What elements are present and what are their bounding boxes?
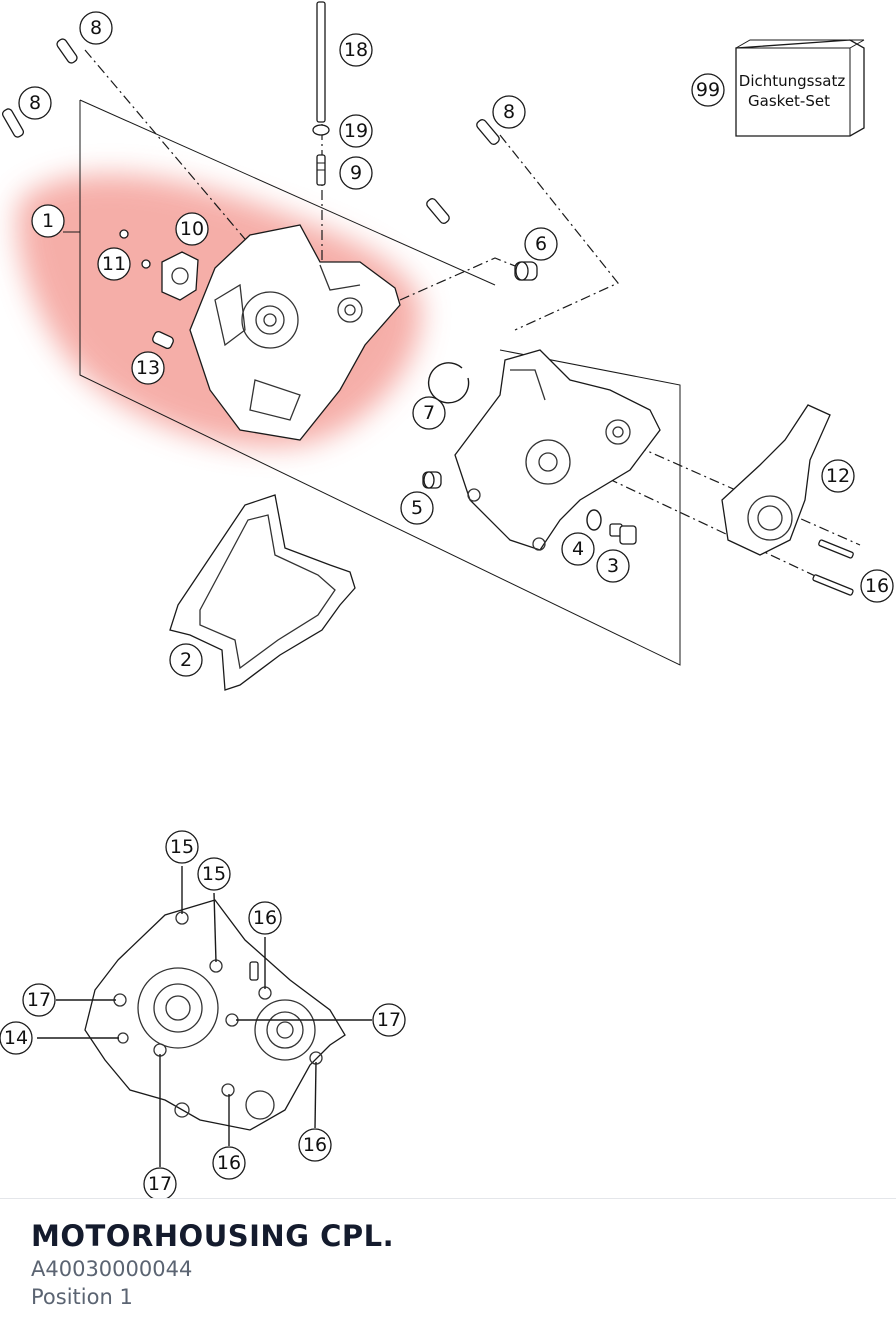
sleeve-icon	[152, 331, 174, 349]
callout-bubbles: 8 8 8 18 19 9 1 10 11 13 6 7 5 4 3 12 16…	[0, 11, 894, 1200]
small-gasket-icon	[161, 251, 199, 301]
svg-text:3: 3	[607, 555, 619, 577]
callout-17[interactable]: 17	[143, 1167, 177, 1200]
kit-label-en: Gasket-Set	[748, 92, 830, 110]
svg-text:10: 10	[180, 218, 204, 240]
callout-16[interactable]: 16	[212, 1146, 246, 1180]
svg-text:12: 12	[826, 465, 850, 487]
callout-4[interactable]: 4	[561, 532, 595, 566]
part-info-footer: MOTORHOUSING CPL. A40030000044 Position …	[0, 1198, 896, 1336]
callout-9[interactable]: 9	[339, 156, 373, 190]
callout-10[interactable]: 10	[175, 212, 209, 246]
svg-text:17: 17	[377, 1009, 401, 1031]
gasket-kit-box[interactable]: Dichtungssatz Gasket-Set	[735, 39, 865, 137]
callout-19[interactable]: 19	[339, 114, 373, 148]
svg-text:15: 15	[170, 836, 194, 858]
part-number: A40030000044	[31, 1257, 193, 1281]
left-crankcase-icon	[189, 224, 401, 441]
part-position: Position 1	[31, 1285, 133, 1309]
svg-text:5: 5	[411, 497, 423, 519]
svg-text:1: 1	[42, 210, 54, 232]
assembled-crankcase-icon	[84, 899, 346, 1131]
svg-text:16: 16	[217, 1152, 241, 1174]
svg-text:2: 2	[180, 649, 192, 671]
svg-text:7: 7	[423, 402, 435, 424]
svg-text:4: 4	[572, 538, 584, 560]
cover-icon	[721, 404, 831, 556]
o-ring-icon	[586, 509, 602, 531]
callout-15[interactable]: 15	[197, 857, 231, 891]
svg-text:15: 15	[202, 863, 226, 885]
svg-text:11: 11	[102, 253, 126, 275]
svg-text:18: 18	[344, 39, 368, 61]
callout-18[interactable]: 18	[339, 33, 373, 67]
svg-text:13: 13	[136, 357, 160, 379]
callout-6[interactable]: 6	[524, 227, 558, 261]
leader-lines	[37, 866, 372, 1167]
callout-16[interactable]: 16	[298, 1128, 332, 1162]
bushing-icon	[514, 261, 538, 281]
svg-text:99: 99	[696, 79, 720, 101]
svg-text:8: 8	[503, 101, 515, 123]
svg-text:16: 16	[303, 1134, 327, 1156]
callout-1[interactable]: 1	[31, 204, 65, 238]
svg-text:6: 6	[535, 233, 547, 255]
callout-11[interactable]: 11	[97, 247, 131, 281]
callout-99[interactable]: 99	[691, 73, 725, 107]
exploded-parts-diagram: Dichtungssatz Gasket-Set	[0, 1, 894, 1200]
callout-3[interactable]: 3	[596, 549, 630, 583]
callout-14[interactable]: 14	[0, 1021, 33, 1055]
callout-5[interactable]: 5	[400, 491, 434, 525]
svg-text:16: 16	[253, 907, 277, 929]
callout-17[interactable]: 17	[22, 983, 56, 1017]
right-crankcase-icon	[454, 349, 661, 551]
kit-label-de: Dichtungssatz	[739, 72, 846, 90]
svg-text:9: 9	[350, 162, 362, 184]
svg-text:19: 19	[344, 120, 368, 142]
callout-12[interactable]: 12	[821, 459, 855, 493]
callout-8[interactable]: 8	[79, 11, 113, 45]
callout-8[interactable]: 8	[492, 95, 526, 129]
callout-7[interactable]: 7	[412, 396, 446, 430]
svg-text:16: 16	[865, 575, 889, 597]
plug-icon	[609, 523, 637, 545]
callout-17[interactable]: 17	[372, 1003, 406, 1037]
sleeve-small-icon	[422, 471, 442, 489]
circlip-icon	[427, 362, 470, 404]
rod-icon	[312, 1, 330, 186]
callout-2[interactable]: 2	[169, 643, 203, 677]
part-title: MOTORHOUSING CPL.	[31, 1219, 395, 1253]
callout-8[interactable]: 8	[18, 86, 52, 120]
svg-text:17: 17	[148, 1173, 172, 1195]
callout-15[interactable]: 15	[165, 830, 199, 864]
svg-text:8: 8	[90, 17, 102, 39]
svg-text:17: 17	[27, 989, 51, 1011]
callout-16[interactable]: 16	[248, 901, 282, 935]
callout-16[interactable]: 16	[860, 569, 894, 603]
bolt-icon	[812, 539, 854, 596]
svg-text:8: 8	[29, 92, 41, 114]
gasket-icon	[169, 494, 356, 691]
assembly-frame	[63, 99, 681, 666]
dowel-pin-icon	[1, 38, 500, 224]
svg-text:14: 14	[4, 1027, 28, 1049]
callout-13[interactable]: 13	[131, 351, 165, 385]
